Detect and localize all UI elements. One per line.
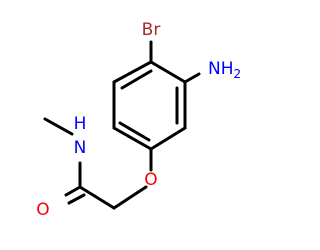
atom-label-br: Br — [142, 20, 161, 40]
bond-carbonyl-double-2 — [67, 193, 86, 205]
atom-label-carbonyl-o: O — [36, 200, 49, 220]
ether-o-symbol: O — [144, 170, 157, 190]
ring-bond-c6-c1-inner — [120, 69, 153, 90]
amide-n-symbol: N — [74, 138, 87, 158]
atom-label-ether-o: O — [144, 170, 157, 190]
carbonyl-o-symbol: O — [36, 200, 49, 220]
ring-bond-c4-c5-inner — [118, 121, 151, 142]
bond-ether-o-ch2 — [112, 185, 148, 210]
ring-bond-c3-c4 — [149, 126, 187, 151]
structure-drawing: Br NH2 H N O O — [36, 20, 241, 220]
nh2-symbol: NH — [208, 59, 234, 79]
ring-bond-c6-c1 — [112, 60, 153, 84]
benzene-ring — [112, 60, 187, 151]
ring-bond-c1-c2 — [149, 60, 187, 84]
bond-ch2-carbonyl-c — [78, 185, 116, 210]
amide-h-symbol: H — [74, 114, 87, 134]
br-symbol: Br — [142, 20, 161, 40]
nh2-subscript: 2 — [234, 67, 242, 81]
ring-bond-c4-c5 — [112, 126, 153, 151]
atom-label-nh2: NH2 — [208, 59, 241, 81]
molecule-structure: Br NH2 H N O O — [36, 20, 241, 220]
bond-carbonyl-double-1 — [64, 185, 82, 197]
atom-label-amide-n: N — [74, 138, 87, 158]
bond-ring-nh2 — [183, 72, 201, 84]
atom-label-amide-h: H — [74, 114, 87, 134]
bond-n-methyl — [43, 117, 74, 136]
